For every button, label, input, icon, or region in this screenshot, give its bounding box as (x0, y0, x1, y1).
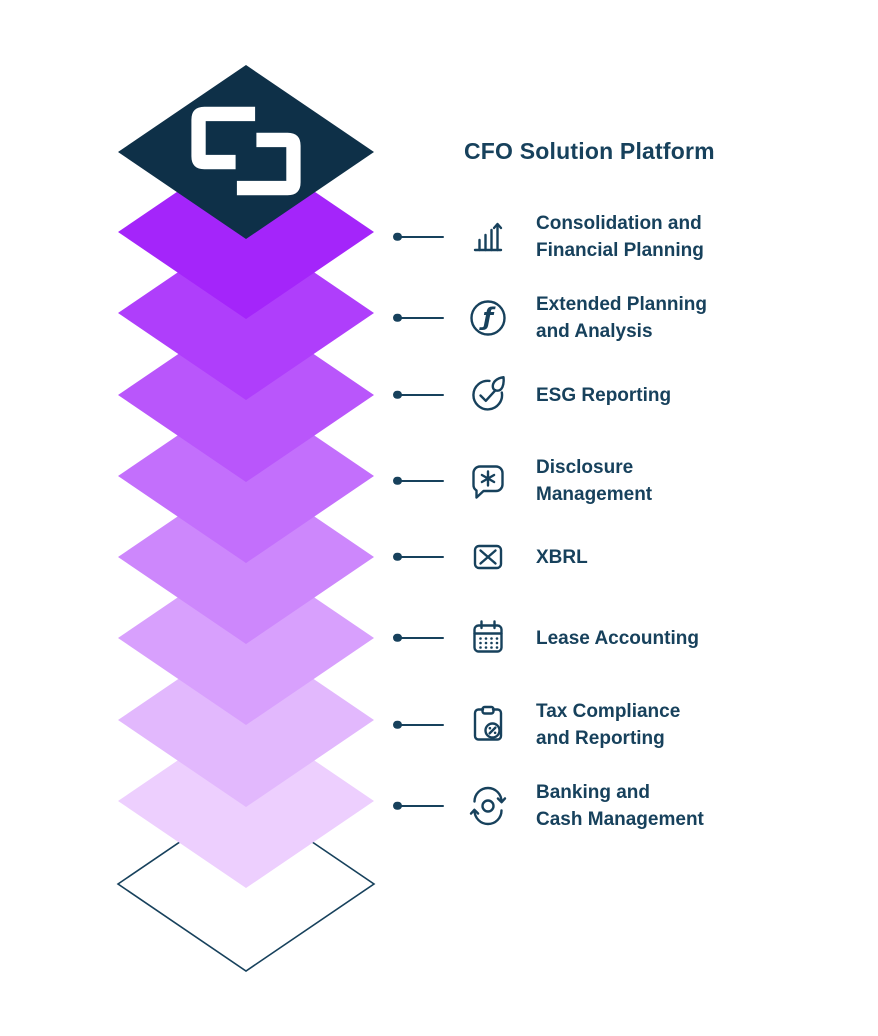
feature-row-lease-accounting: Lease Accounting (394, 616, 699, 660)
feature-label: Consolidation and Financial Planning (536, 213, 704, 261)
logo-mark (191, 106, 301, 196)
logo-mark-right (236, 132, 301, 196)
xbrl-icon (466, 535, 510, 579)
feature-label: Disclosure Management (536, 457, 653, 505)
calendar-icon (466, 616, 510, 660)
svg-text:ƒ: ƒ (479, 303, 496, 331)
page-title: CFO Solution Platform (464, 138, 715, 164)
clipboard-percent-icon (466, 703, 510, 747)
feature-row-xbrl: XBRL (394, 535, 588, 579)
feature-row-disclosure-management: Disclosure Management (394, 454, 652, 508)
connector-line (394, 723, 444, 727)
feature-label: XBRL (536, 546, 588, 568)
feature-row-extended-planning: ƒ Extended Planning and Analysis (394, 291, 707, 345)
feature-row-banking-cash: Banking and Cash Management (394, 779, 704, 833)
function-icon: ƒ (466, 296, 510, 340)
connector-line (394, 479, 444, 483)
feature-row-consolidation: Consolidation and Financial Planning (394, 210, 704, 264)
connector-line (394, 804, 444, 808)
speech-bubble-asterisk-icon (466, 459, 510, 503)
connector-line (394, 316, 444, 320)
feature-label: Extended Planning and Analysis (536, 294, 708, 342)
connector-line (394, 235, 444, 239)
connector-line (394, 636, 444, 640)
sync-arrows-icon (466, 784, 510, 828)
logo-mark-left (191, 106, 256, 170)
connector-line (394, 393, 444, 397)
logo-diamond (118, 65, 374, 239)
leaf-check-icon (466, 373, 510, 417)
bar-chart-icon (466, 215, 510, 259)
feature-label: Banking and Cash Management (536, 782, 704, 830)
connector-line (394, 555, 444, 559)
feature-label: ESG Reporting (536, 384, 672, 406)
feature-label: Tax Compliance and Reporting (536, 701, 681, 749)
feature-row-tax-compliance: Tax Compliance and Reporting (394, 698, 680, 752)
feature-label: Lease Accounting (536, 627, 699, 649)
feature-row-esg-reporting: ESG Reporting (394, 373, 671, 417)
